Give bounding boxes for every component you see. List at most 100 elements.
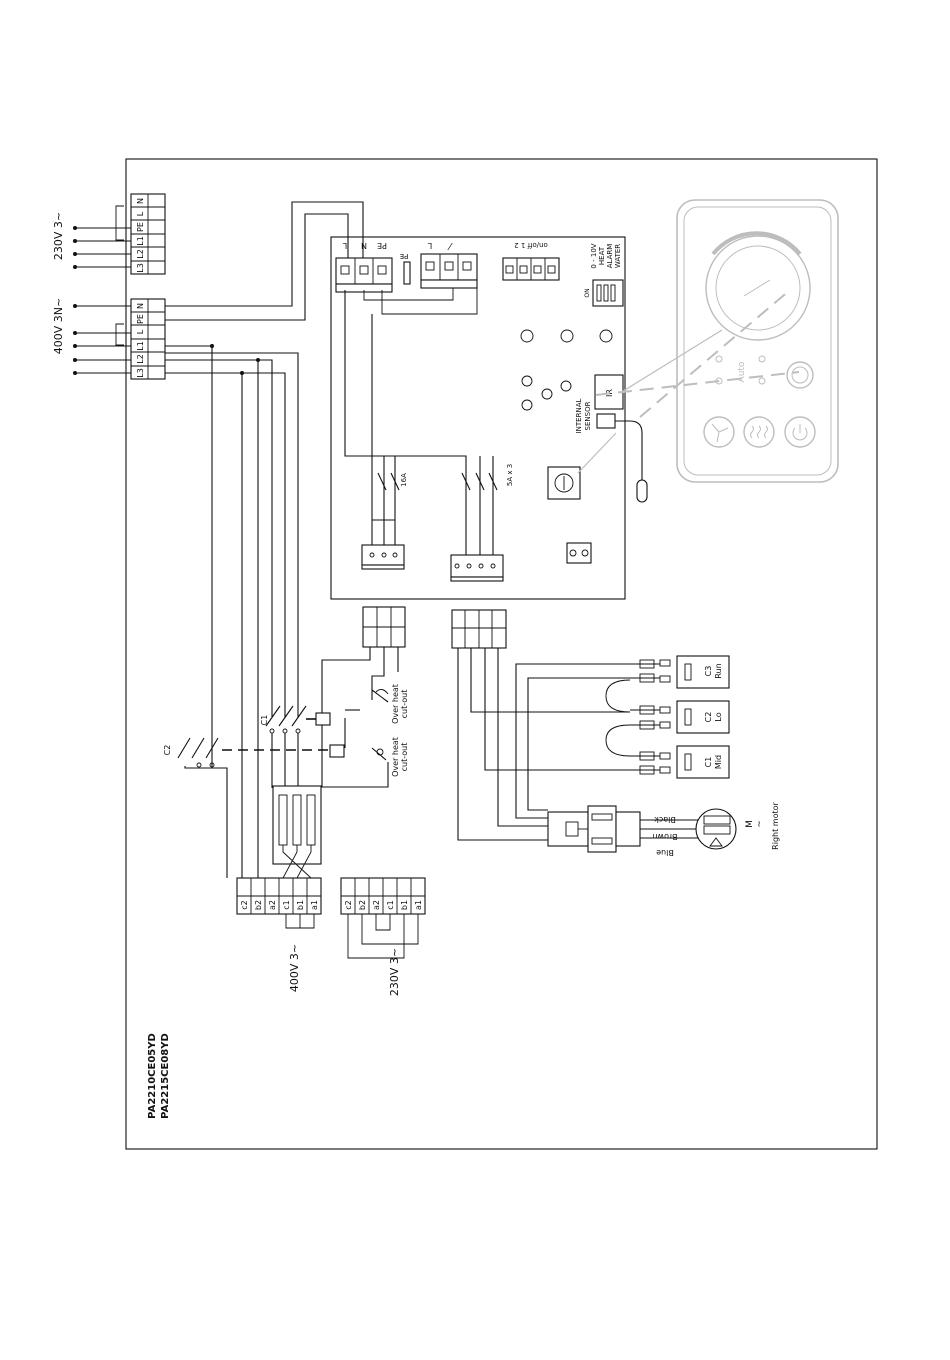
motor-label: Right motor bbox=[771, 801, 780, 849]
supply-400v-label: 400V 3N~ bbox=[52, 298, 65, 354]
internal-label: INTERNAL bbox=[575, 399, 583, 434]
panel-auto-label: Auto bbox=[737, 361, 747, 382]
power-button-icon bbox=[784, 416, 816, 448]
bank-right-c1: c1 bbox=[386, 900, 395, 910]
overheat-1-line2: cut-out bbox=[400, 690, 409, 719]
model-2: PA2215CE08YD bbox=[160, 1033, 171, 1119]
overheat-cutout-2: Over heat cut-out bbox=[371, 737, 409, 777]
board-terminal-pe: PE bbox=[377, 241, 387, 250]
bank-left-voltage: 400V 3~ bbox=[288, 944, 301, 992]
relay-terminal-mark: ⁄ bbox=[447, 240, 453, 251]
capacitor-c2: C2 Lo bbox=[630, 700, 730, 734]
c3-mode: Run bbox=[714, 663, 723, 678]
overheat-2-line2: cut-out bbox=[400, 743, 409, 772]
fuse-16a-label: 16A bbox=[400, 473, 408, 487]
overheat-1-line1: Over heat bbox=[391, 684, 400, 724]
motor-tilde: ~ bbox=[755, 820, 765, 828]
indicator-leds bbox=[520, 329, 613, 411]
c1-cap-mode: Mid bbox=[714, 755, 723, 769]
board-connector-2pin bbox=[566, 542, 592, 564]
terminal-bank-right: c2 b2 a2 c1 b1 a1 bbox=[340, 877, 426, 959]
overheat-cutout-1: Over heat cut-out bbox=[371, 684, 409, 724]
supply-wires-230v bbox=[73, 226, 131, 269]
contactor-c1: C1 bbox=[260, 705, 331, 734]
board-top-terminal: L N PE bbox=[335, 241, 393, 293]
relay-terminal-l: L bbox=[427, 241, 432, 250]
terminal-mid-l3: L3 bbox=[136, 368, 145, 378]
bank-left-c1: c1 bbox=[282, 900, 291, 910]
c2-cap-label: C2 bbox=[704, 712, 713, 723]
fan-motor: M ~ Right motor bbox=[695, 801, 780, 850]
c2-label: C2 bbox=[163, 745, 172, 756]
supply-terminal-top: N L PE L1 L2 L3 bbox=[115, 193, 166, 275]
bank-right-c2: c2 bbox=[344, 900, 353, 910]
terminal-top-pe: PE bbox=[136, 222, 145, 232]
board-terminal-n: N bbox=[361, 241, 367, 250]
signal-labels: 0 - 10V HEAT ALARM WATER bbox=[590, 243, 622, 268]
fuse-5a-label: 5A x 3 bbox=[506, 464, 514, 486]
potentiometer bbox=[547, 466, 581, 500]
terminal-mid-l: L bbox=[136, 329, 145, 334]
heat-button-icon bbox=[743, 416, 775, 448]
model-1: PA2210CE05YD bbox=[147, 1033, 158, 1119]
terminal-mid-l1: L1 bbox=[136, 341, 145, 351]
onoff-label: on/off 1 2 bbox=[514, 241, 548, 249]
motor-symbol: M bbox=[745, 820, 755, 828]
supply-230v-label: 230V 3~ bbox=[52, 212, 65, 260]
board-relay-terminal: L ⁄ bbox=[420, 240, 478, 289]
terminal-top-l2: L2 bbox=[136, 249, 145, 259]
terminal-bank-left: c2 b2 a2 c1 b1 a1 bbox=[236, 877, 322, 929]
contactor-c2: C2 bbox=[163, 737, 345, 768]
capacitor-c3: C3 Run bbox=[630, 655, 730, 689]
onoff-terminal: on/off 1 2 bbox=[502, 241, 560, 281]
bank-left-b1: b1 bbox=[296, 900, 305, 910]
c3-label: C3 bbox=[704, 666, 713, 677]
c1-cap-label: C1 bbox=[704, 757, 713, 768]
bank-left-a2: a2 bbox=[268, 900, 277, 910]
heat-label: HEAT bbox=[598, 246, 606, 265]
overheat-2-line1: Over heat bbox=[391, 737, 400, 777]
terminal-top-n: N bbox=[136, 198, 145, 204]
bank-right-a2: a2 bbox=[372, 900, 381, 910]
supply-terminal-mid: N PE L L1 L2 L3 bbox=[115, 298, 166, 380]
overheat-connector bbox=[362, 606, 406, 648]
alarm-label: ALARM bbox=[606, 244, 614, 269]
analog-label: 0 - 10V bbox=[590, 243, 598, 268]
wire-blue-label: Blue bbox=[656, 848, 674, 857]
board-connector-3pin bbox=[361, 544, 405, 570]
terminal-top-l1: L1 bbox=[136, 236, 145, 246]
terminal-top-l3: L3 bbox=[136, 263, 145, 273]
terminal-mid-n: N bbox=[136, 303, 145, 309]
bank-right-a1: a1 bbox=[414, 900, 423, 910]
bank-right-b2: b2 bbox=[358, 900, 367, 910]
bank-right-voltage: 230V 3~ bbox=[388, 948, 401, 996]
diagram-frame bbox=[125, 158, 878, 1150]
c2-cap-mode: Lo bbox=[714, 712, 723, 721]
wire-brown-label: Brown bbox=[652, 832, 677, 841]
control-panel: Auto bbox=[676, 199, 839, 483]
board-terminal-l: L bbox=[342, 241, 347, 250]
control-board bbox=[330, 236, 626, 600]
motor-plug bbox=[547, 805, 641, 853]
water-label: WATER bbox=[614, 244, 622, 268]
fan-connector bbox=[451, 609, 507, 649]
bank-left-a1: a1 bbox=[310, 900, 319, 910]
c1-label: C1 bbox=[260, 715, 269, 726]
bank-left-b2: b2 bbox=[254, 900, 263, 910]
board-connector-4pin bbox=[450, 554, 504, 582]
dip-switch: ON bbox=[584, 279, 624, 307]
heating-elements bbox=[272, 785, 322, 879]
bank-left-c2: c2 bbox=[240, 900, 249, 910]
terminal-mid-l2: L2 bbox=[136, 354, 145, 364]
terminal-top-l: L bbox=[136, 211, 145, 216]
thermostat-dial bbox=[705, 235, 811, 341]
capacitor-c1: C1 Mid bbox=[630, 745, 730, 779]
sensor-label: SENSOR bbox=[584, 401, 592, 430]
fan-button-icon bbox=[703, 416, 735, 448]
supply-wires-400v bbox=[73, 304, 131, 375]
terminal-mid-pe: PE bbox=[136, 314, 145, 324]
wire-black-label: Black bbox=[654, 815, 676, 824]
board-pe-tab-label: PE bbox=[400, 252, 409, 260]
bank-right-b1: b1 bbox=[400, 900, 409, 910]
